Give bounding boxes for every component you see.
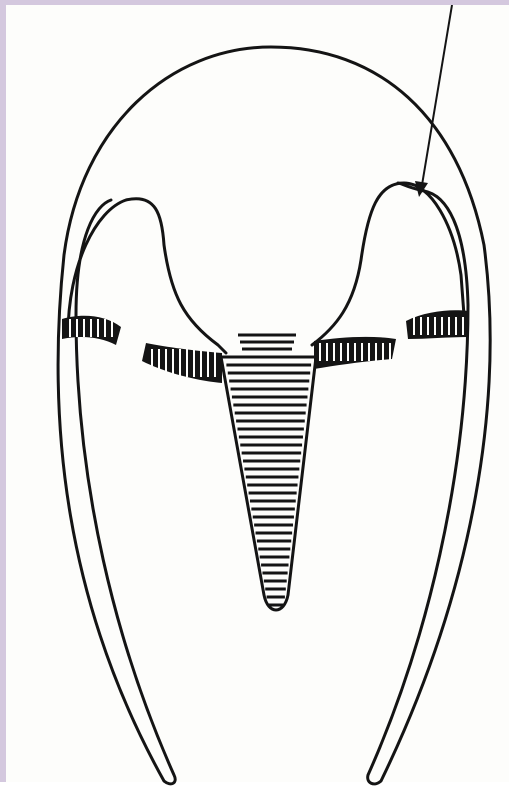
- central-funnel: [221, 335, 316, 610]
- right-outer-band: [406, 310, 468, 339]
- biology-diagram: [6, 5, 509, 787]
- inner-cavity: [68, 183, 464, 353]
- left-inner-band: [142, 343, 222, 383]
- left-outer-band: [62, 316, 121, 345]
- pointer-arrow: [415, 5, 452, 197]
- right-inner-band: [314, 337, 396, 369]
- outer-membrane: [58, 47, 490, 784]
